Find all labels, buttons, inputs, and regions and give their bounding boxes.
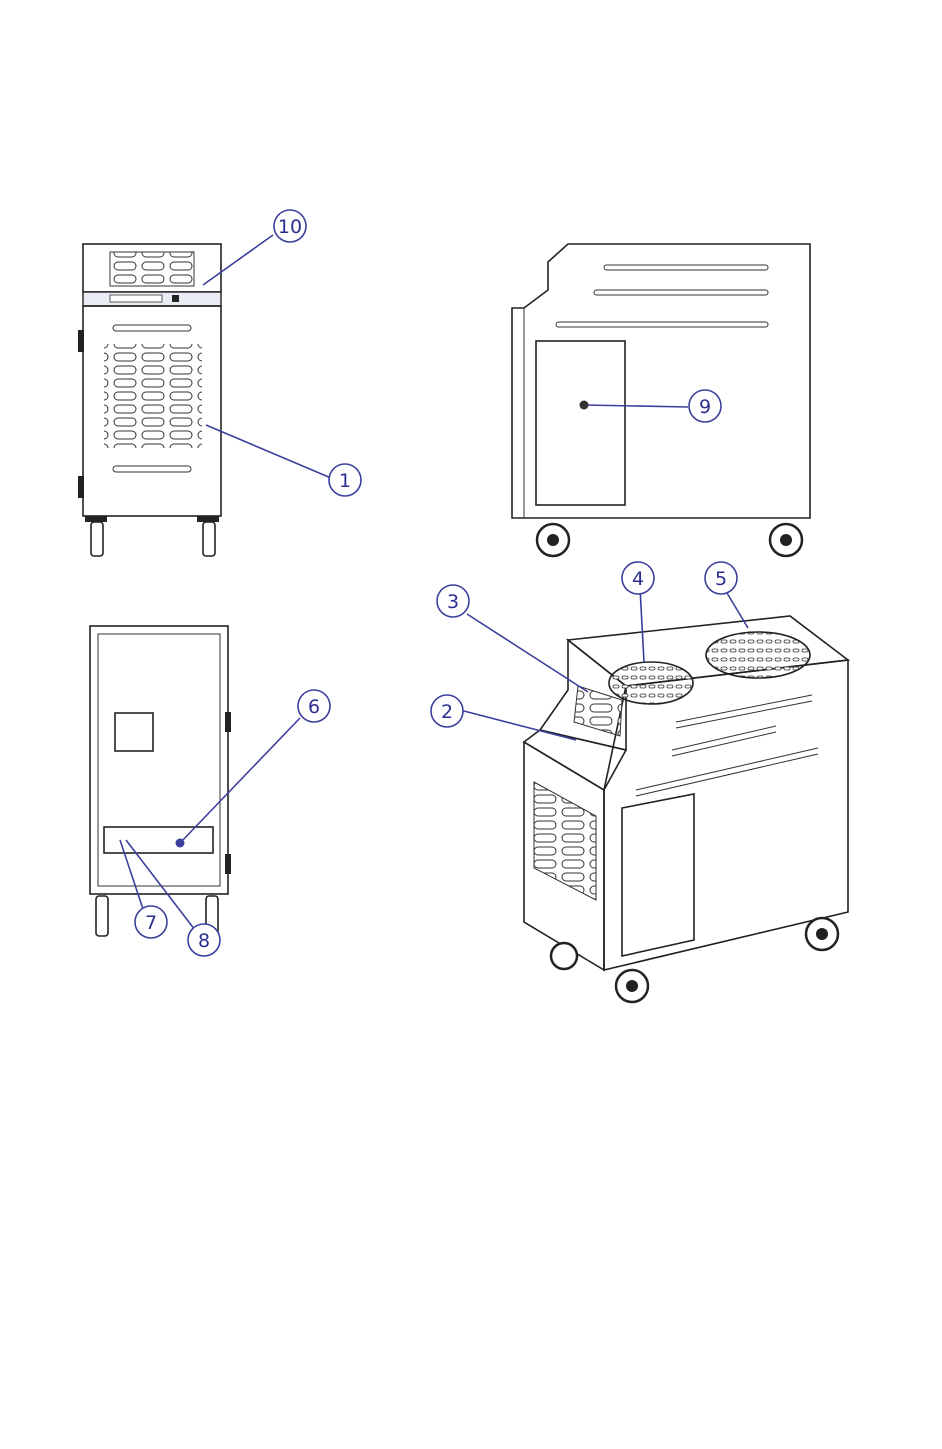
callout-6: 6 — [298, 690, 330, 722]
svg-text:5: 5 — [715, 568, 727, 590]
front-view — [78, 244, 221, 556]
rear-view — [90, 626, 231, 936]
svg-text:7: 7 — [145, 912, 157, 934]
callout-10: 10 — [274, 210, 306, 242]
callout-3: 3 — [437, 585, 469, 617]
svg-text:1: 1 — [339, 470, 351, 492]
side-access-panel — [536, 341, 625, 505]
side-view — [512, 244, 810, 556]
callout-8: 8 — [188, 924, 220, 956]
callout-4: 4 — [622, 562, 654, 594]
front-air-inlet — [104, 344, 202, 448]
callout-2: 2 — [431, 695, 463, 727]
isometric-view — [524, 616, 848, 1002]
svg-text:10: 10 — [278, 216, 302, 238]
iso-front-inlet — [534, 782, 596, 900]
iso-fan-grille-right — [706, 632, 810, 678]
callout-1: 1 — [329, 464, 361, 496]
callout-9: 9 — [689, 390, 721, 422]
callout-7: 7 — [135, 906, 167, 938]
svg-text:9: 9 — [699, 396, 711, 418]
rear-access-door — [115, 713, 153, 751]
svg-text:8: 8 — [198, 930, 210, 952]
svg-text:2: 2 — [441, 701, 453, 723]
iso-fan-grille-left — [609, 662, 693, 704]
svg-text:6: 6 — [308, 696, 320, 718]
side-casters — [537, 524, 802, 556]
callout-5: 5 — [705, 562, 737, 594]
top-vent — [110, 252, 194, 286]
svg-text:4: 4 — [632, 568, 644, 590]
front-casters — [85, 516, 219, 556]
svg-text:3: 3 — [447, 591, 459, 613]
iso-side-panel — [622, 794, 694, 956]
